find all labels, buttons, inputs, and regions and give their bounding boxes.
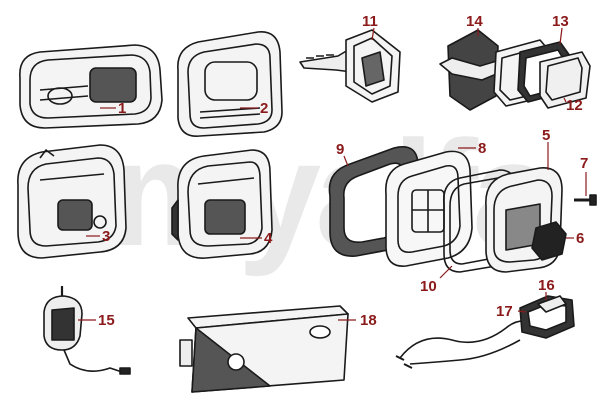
- callout-9: 9: [336, 141, 344, 158]
- lens-6-drawing: [531, 221, 567, 261]
- callout-numbers: 1 2 3 4 5 6 7 8 9 10 11 12 13 14 15 16 1…: [98, 13, 588, 329]
- leader-lines: [78, 27, 587, 321]
- bracket-18-drawing: [179, 305, 349, 393]
- callout-1: 1: [118, 100, 126, 117]
- lamp-1-drawing: [19, 44, 163, 129]
- callout-15: 15: [98, 312, 115, 329]
- sensor-15-drawing: [43, 286, 131, 375]
- callout-8: 8: [478, 140, 486, 157]
- lamp-3-drawing: [17, 144, 127, 259]
- callout-7: 7: [580, 155, 588, 172]
- connector-16-17-drawing: [395, 295, 575, 369]
- lamp-assembly-12-14-drawing: [439, 29, 591, 111]
- callout-13: 13: [552, 13, 569, 30]
- callout-11: 11: [362, 13, 378, 30]
- callout-18: 18: [360, 312, 377, 329]
- callout-16: 16: [538, 277, 555, 294]
- callout-6: 6: [576, 230, 584, 247]
- callout-2: 2: [260, 100, 268, 117]
- callout-5: 5: [542, 127, 550, 144]
- callout-10: 10: [420, 278, 437, 295]
- callout-3: 3: [102, 228, 110, 245]
- side-lamp-11-drawing: [299, 29, 401, 103]
- callout-17: 17: [496, 303, 513, 320]
- lamp-4-drawing: [171, 149, 273, 259]
- callout-12: 12: [566, 97, 583, 114]
- callout-4: 4: [264, 230, 273, 247]
- screw-7-drawing: [574, 194, 597, 206]
- callout-14: 14: [466, 13, 483, 30]
- plate-8-drawing: [385, 150, 473, 267]
- lamp-2-drawing: [177, 31, 283, 137]
